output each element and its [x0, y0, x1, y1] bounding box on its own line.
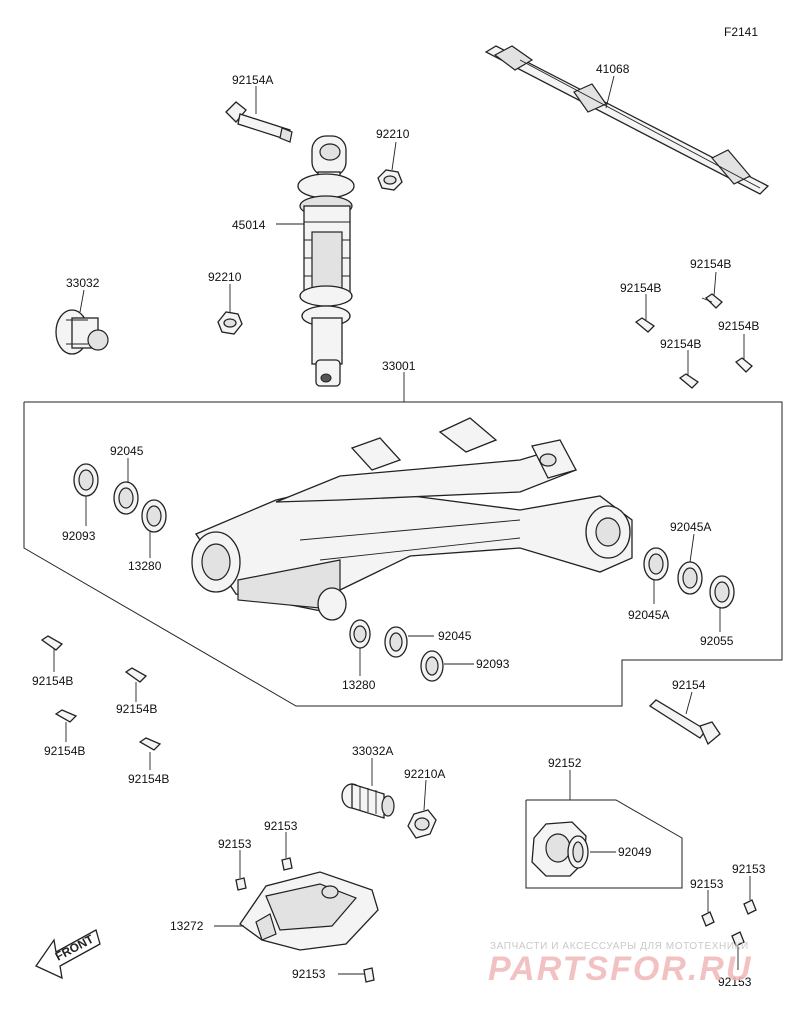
shock-absorber: [297, 135, 355, 387]
holder-seal-ring: [567, 835, 589, 869]
label-bolt-r3: 92154B: [718, 319, 759, 333]
bolt-r3: [734, 357, 753, 373]
label-clip-r2: 92153: [690, 877, 724, 891]
nut-lower: [217, 311, 243, 335]
label-bushing-left: 33032: [66, 276, 100, 290]
label-holder: 92152: [548, 756, 582, 770]
drive-shaft: [484, 45, 770, 195]
clip-r3: [731, 931, 745, 947]
label-bolt-r1: 92154B: [690, 257, 731, 271]
front-arrow-icon: FRONT: [35, 929, 101, 980]
label-clip-r1: 92153: [732, 862, 766, 876]
swingarm: [191, 417, 633, 621]
watermark-caption: ЗАПЧАСТИ И АКСЕССУАРЫ ДЛЯ МОТОТЕХНИКИ: [490, 941, 749, 952]
nut-upper: [377, 169, 403, 191]
bushing-center: [341, 783, 395, 819]
collar-center: [349, 619, 371, 649]
label-holder-seal: 92049: [618, 845, 652, 859]
label-bolt-top: 92154A: [232, 73, 273, 87]
label-seal-right: 92055: [700, 634, 734, 648]
label-collar-left: 13280: [128, 559, 162, 573]
label-bolt-l4: 92154B: [128, 772, 169, 786]
bolt-l2: [124, 667, 148, 683]
label-bolt-l2: 92154B: [116, 702, 157, 716]
label-bolt-long: 92154: [672, 678, 706, 692]
bearing-right-bottom: [643, 547, 669, 581]
label-bearing-center: 92045: [438, 629, 472, 643]
label-collar-center: 13280: [342, 678, 376, 692]
label-clip-r3: 92153: [718, 975, 752, 989]
bearing-center: [384, 626, 408, 658]
label-swingarm: 33001: [382, 359, 416, 373]
clip-3: [363, 967, 375, 983]
bolt-92154a: [225, 101, 293, 143]
watermark-logo: PARTSFOR.RU: [488, 950, 753, 988]
label-guard: 13272: [170, 919, 204, 933]
bolt-l3: [54, 709, 78, 723]
bolt-l1: [40, 635, 64, 651]
guard-plate: [239, 871, 379, 951]
clip-r2: [701, 911, 715, 927]
diagram-code: F2141: [724, 25, 758, 39]
seal-left: [73, 463, 99, 497]
nut-center: [407, 809, 437, 839]
label-clip-1: 92153: [218, 837, 252, 851]
collar-left: [141, 499, 167, 533]
bolt-long: [648, 699, 721, 746]
label-clip-3: 92153: [292, 967, 326, 981]
label-nut-center: 92210A: [404, 767, 445, 781]
seal-center: [420, 650, 444, 682]
bushing-left: [55, 309, 109, 355]
label-bearing-right-top: 92045A: [670, 520, 711, 534]
label-bolt-r4: 92154B: [660, 337, 701, 351]
label-shaft: 41068: [596, 62, 630, 76]
label-seal-center: 92093: [476, 657, 510, 671]
label-bolt-r2: 92154B: [620, 281, 661, 295]
bearing-right-top: [677, 561, 703, 595]
seal-right: [709, 575, 735, 609]
label-bushing-center: 33032A: [352, 744, 393, 758]
bolt-r1: [701, 293, 723, 309]
clip-r1: [743, 899, 757, 915]
label-nut-lower: 92210: [208, 270, 242, 284]
label-bolt-l1: 92154B: [32, 674, 73, 688]
clip-1: [235, 877, 247, 891]
bolt-r4: [678, 373, 700, 389]
label-shock: 45014: [232, 218, 266, 232]
label-bolt-l3: 92154B: [44, 744, 85, 758]
bearing-left: [113, 481, 139, 515]
bolt-l4: [138, 737, 162, 751]
label-bearing-right-bottom: 92045A: [628, 608, 669, 622]
label-seal-left: 92093: [62, 529, 96, 543]
clip-2: [281, 857, 293, 871]
label-bearing-left: 92045: [110, 444, 144, 458]
bolt-r2: [634, 317, 656, 333]
label-clip-2: 92153: [264, 819, 298, 833]
label-nut-upper: 92210: [376, 127, 410, 141]
